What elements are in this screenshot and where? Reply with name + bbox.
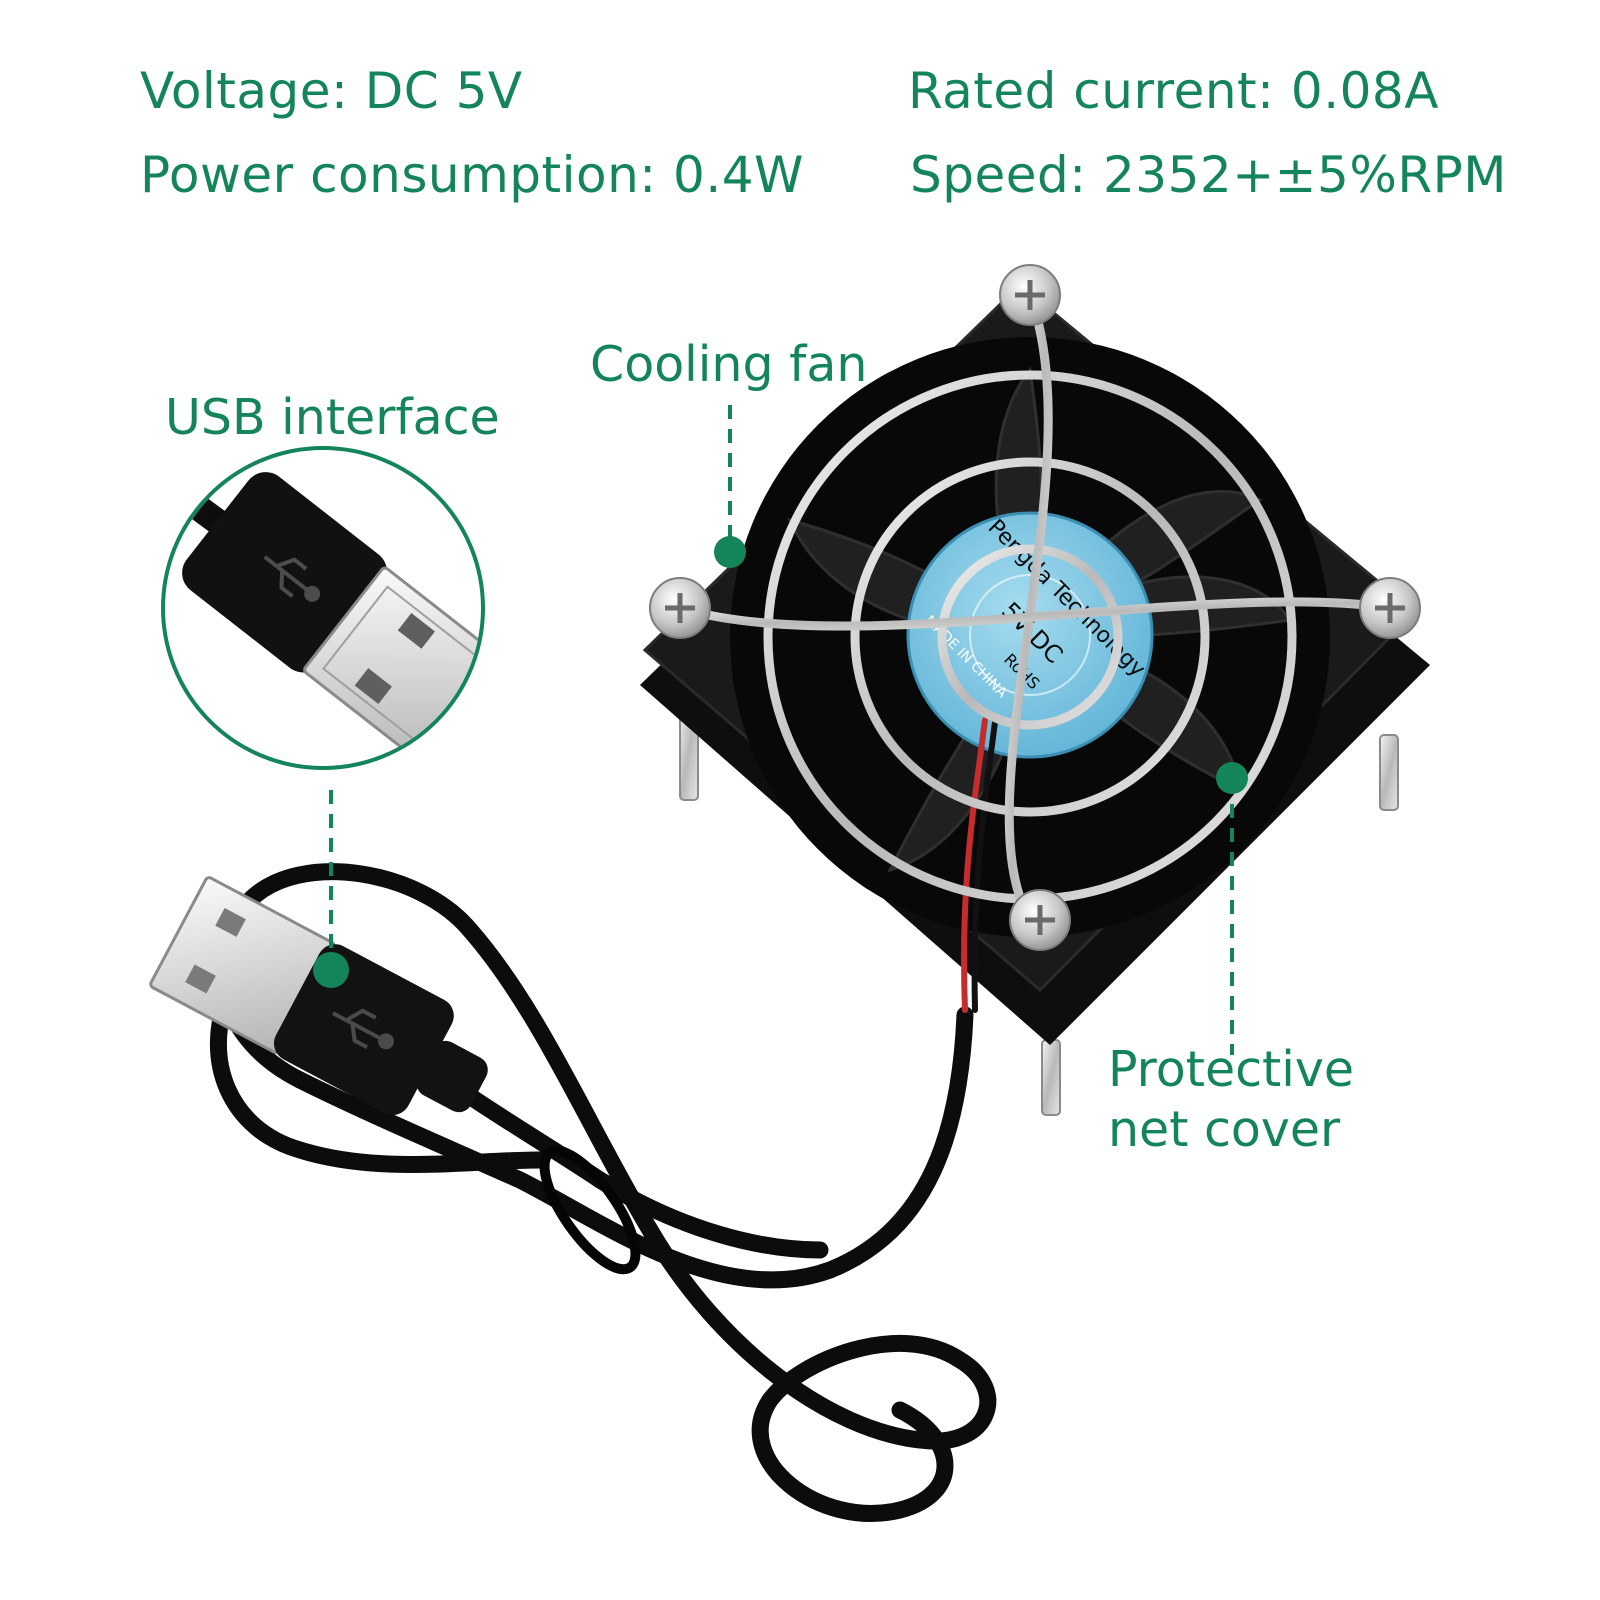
screw-top [999,264,1061,326]
screw-left [649,577,711,639]
spec-speed: Speed: 2352+±5%RPM [910,146,1507,204]
callout-usb-interface: USB interface [165,389,500,446]
screw-right [1359,577,1421,639]
cover-callout-dot [1216,762,1248,794]
fan-wires [961,717,998,1013]
cable-tie [539,1145,641,1275]
callout-protective-cover-line1: Protective [1108,1041,1355,1098]
spec-rated-current: Rated current: 0.08A [908,62,1439,120]
fan-callout-dot [714,536,746,568]
spec-power-consumption: Power consumption: 0.4W [140,146,804,204]
spec-voltage: Voltage: DC 5V [140,62,523,120]
screw-bottom [1009,889,1071,951]
usb-callout-dot [313,952,349,988]
callout-cooling-fan: Cooling fan [590,336,868,393]
fan-screws [649,264,1421,951]
callout-protective-cover-line2: net cover [1108,1101,1341,1158]
cooling-fan: Pengda Technology 5V-DC RoHS MADE IN CHI… [640,264,1430,1116]
usb-symbol-icon [332,1008,394,1050]
usb-plug-bottom [149,876,488,1115]
callout-leaders [329,405,1234,1055]
callout-dots [313,536,1248,988]
usb-interface-zoom [161,446,485,770]
